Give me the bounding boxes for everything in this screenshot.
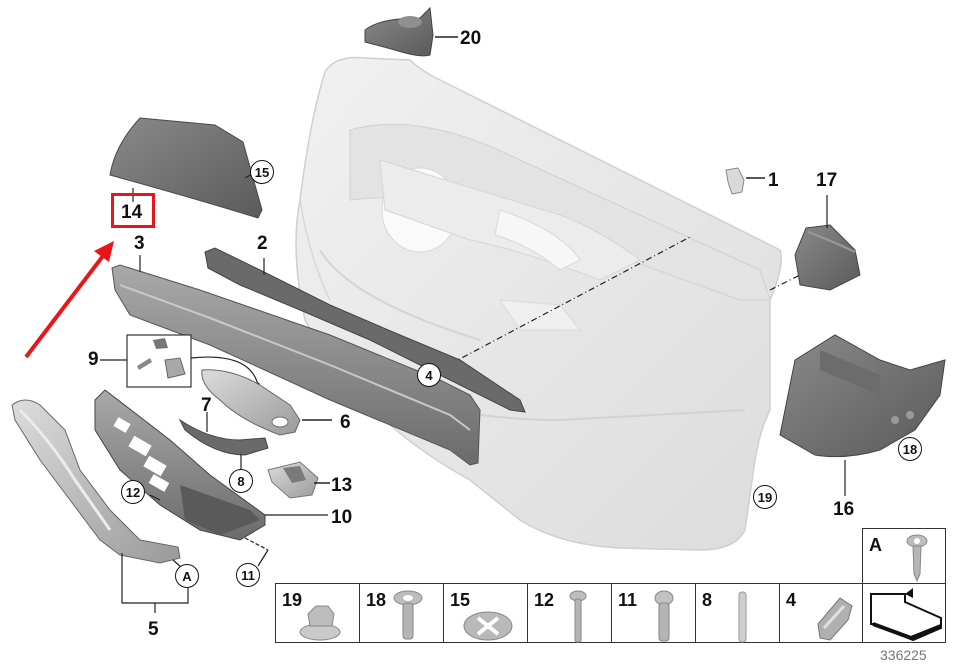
legend-label: 12 [534, 590, 555, 610]
side-legend-box: A [862, 528, 946, 643]
bolt-icon [654, 590, 674, 642]
callout-10: 10 [331, 507, 353, 528]
torx-screw-icon [393, 590, 423, 640]
pin-icon [738, 591, 747, 643]
speed-nut-icon [463, 611, 513, 641]
part-1-clip [725, 167, 765, 195]
callout-3: 3 [134, 233, 145, 254]
legend-label: 15 [450, 590, 471, 610]
legend-label: 19 [282, 590, 303, 610]
long-screw-icon [569, 590, 587, 643]
callout-circle-12: 12 [121, 480, 145, 504]
part-5-pull-handle [11, 399, 189, 613]
self-tapping-screw-icon [906, 534, 928, 583]
callout-5: 5 [148, 619, 159, 640]
part-9-kit-box [100, 334, 261, 388]
legend-label: A [869, 535, 882, 555]
catalog-number: 336225 [880, 647, 927, 663]
callout-circle-18: 18 [898, 437, 922, 461]
part-10-switch-bezel [94, 389, 328, 567]
part-3-trim-strip [111, 255, 481, 466]
part-6-door-opener [201, 369, 332, 436]
legend-label: 18 [366, 590, 387, 610]
legend-cell-12: 12 [528, 584, 612, 643]
callout-circle-8: 8 [229, 469, 253, 493]
part-7-handle-trim [178, 412, 269, 470]
highlight-arrow [24, 241, 114, 359]
legend-cell-A: A [863, 529, 945, 584]
callout-circle-A: A [175, 564, 199, 588]
door-panel [295, 56, 801, 551]
callout-circle-19: 19 [753, 485, 777, 509]
part-2-retaining-strip [204, 247, 526, 413]
callout-6: 6 [340, 412, 351, 433]
part-17-damper [794, 195, 861, 291]
callout-20: 20 [460, 28, 482, 49]
part-20-corner-cover [364, 6, 458, 57]
direction-arrow-icon [870, 588, 942, 642]
callout-circle-4: 4 [417, 363, 441, 387]
legend-label: 11 [618, 590, 638, 610]
legend-cell-11: 11 [612, 584, 696, 642]
callout-17: 17 [816, 170, 838, 191]
callout-9: 9 [88, 349, 99, 370]
clip-icon [817, 597, 853, 641]
callout-16: 16 [833, 499, 855, 520]
callout-13: 13 [331, 475, 353, 496]
callout-1: 1 [768, 170, 779, 191]
cap-nut-icon [299, 605, 341, 641]
callout-7: 7 [201, 395, 212, 416]
fastener-legend: 19 18 15 12 11 8 [275, 583, 865, 643]
callout-14: 14 [121, 202, 143, 223]
legend-label: 8 [702, 590, 713, 610]
part-16-bracket [779, 334, 946, 496]
highlight-box-part-14 [111, 193, 155, 228]
legend-label: 4 [786, 590, 797, 610]
callout-circle-11: 11 [236, 563, 260, 587]
callout-circle-15: 15 [250, 160, 274, 184]
legend-cell-18: 18 [360, 584, 444, 642]
part-13-switch-frame [267, 461, 330, 499]
legend-cell-8: 8 [696, 584, 780, 643]
legend-cell-4: 4 [780, 584, 864, 642]
callout-2: 2 [257, 233, 268, 254]
legend-cell-19: 19 [276, 584, 360, 642]
legend-cell-15: 15 [444, 584, 528, 642]
